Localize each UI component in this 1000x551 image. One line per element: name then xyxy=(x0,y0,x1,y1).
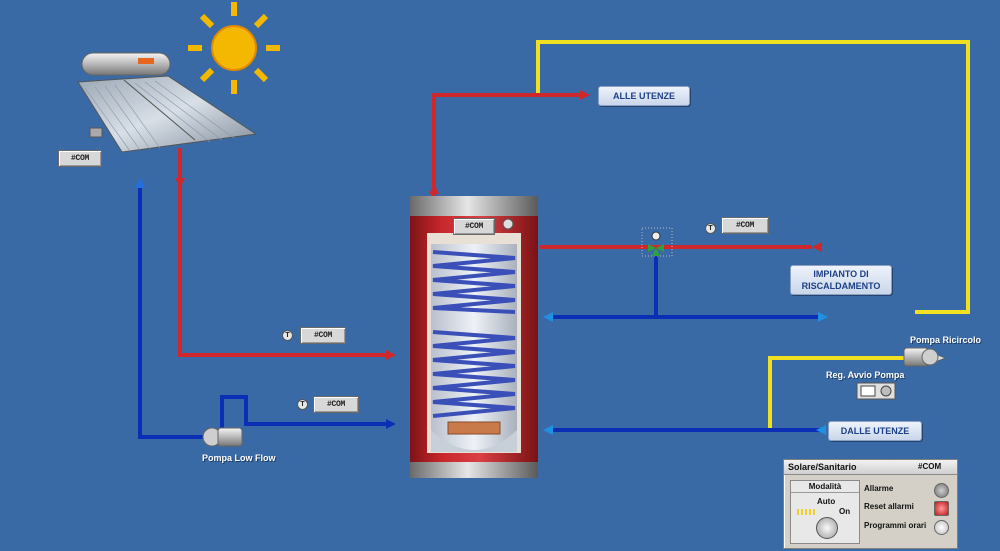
arrow-solar-supply xyxy=(175,178,185,188)
reg-avvio-pompa-icon xyxy=(856,382,896,400)
recirculation-pipe xyxy=(536,40,970,314)
pompa-low-flow-label: Pompa Low Flow xyxy=(202,453,276,463)
dalle-utenze-label: DALLE UTENZE xyxy=(828,421,922,441)
arrow-heating-return-tank xyxy=(543,312,553,322)
solar-collector xyxy=(77,52,258,153)
arrow-cold-inlet xyxy=(816,425,826,435)
control-panel: Solare/Sanitario #COM Modalità Auto On A… xyxy=(783,459,958,549)
impianto-line-1: IMPIANTO DI xyxy=(813,269,869,279)
allarme-label: Allarme xyxy=(864,484,894,493)
programmi-orari-label: Programmi orari xyxy=(864,521,927,530)
mode-selector[interactable]: Modalità Auto On xyxy=(790,480,860,544)
arrow-heating-return xyxy=(818,312,828,322)
solar-supply-pipe xyxy=(178,148,388,357)
arrow-low-flow-tank xyxy=(386,419,396,429)
low-flow-pump-icon xyxy=(202,427,243,447)
state-value: On xyxy=(839,507,851,516)
panel-title-bar: Solare/Sanitario #COM xyxy=(784,460,957,475)
mixing-valve-icon xyxy=(641,227,673,257)
mode-indicator-icon xyxy=(797,509,815,515)
recirculation-pump-icon xyxy=(903,347,939,367)
reg-avvio-pompa-label: Reg. Avvio Pompa xyxy=(826,370,905,380)
mode-knob-icon[interactable] xyxy=(816,517,838,539)
panel-com-tag: #COM xyxy=(918,462,942,471)
temp-sensor-icon: T xyxy=(297,399,308,410)
com-tag-low-flow: #COM xyxy=(313,396,359,413)
temp-sensor-icon: T xyxy=(705,223,716,234)
solar-return-pipe xyxy=(138,186,206,439)
arrow-solar-return xyxy=(135,178,145,188)
hot-water-outlet-pipe xyxy=(432,93,582,196)
impianto-riscaldamento-label: IMPIANTO DI RISCALDAMENTO xyxy=(790,265,892,295)
alle-utenze-label: ALLE UTENZE xyxy=(598,86,690,106)
impianto-line-2: RISCALDAMENTO xyxy=(801,281,881,291)
low-flow-pump-pipe xyxy=(220,395,388,430)
reset-alarm-button[interactable] xyxy=(934,501,949,516)
com-tag-tank: #COM xyxy=(453,218,495,235)
alarm-indicator-icon xyxy=(934,483,949,498)
mode-header: Modalità xyxy=(791,481,859,493)
arrow-alle-utenze xyxy=(580,90,590,100)
reset-allarmi-label: Reset allarmi xyxy=(864,502,914,511)
panel-title: Solare/Sanitario xyxy=(788,462,857,472)
arrow-cold-inlet-tank xyxy=(543,425,553,435)
arrow-heating-supply xyxy=(812,242,822,252)
com-tag-collector: #COM xyxy=(58,150,102,167)
arrow-tank-top xyxy=(429,184,439,194)
mode-value: Auto xyxy=(817,497,836,506)
pompa-ricircolo-label: Pompa Ricircolo xyxy=(910,335,982,345)
temp-sensor-icon: T xyxy=(282,330,293,341)
clock-icon[interactable] xyxy=(934,520,949,535)
arrow-solar-supply-tank xyxy=(386,350,396,360)
sun-icon xyxy=(188,2,280,94)
storage-tank xyxy=(410,196,538,478)
recirculation-return-pipe xyxy=(768,356,905,430)
com-tag-solar-supply: #COM xyxy=(300,327,346,344)
com-tag-heating: #COM xyxy=(721,217,769,234)
